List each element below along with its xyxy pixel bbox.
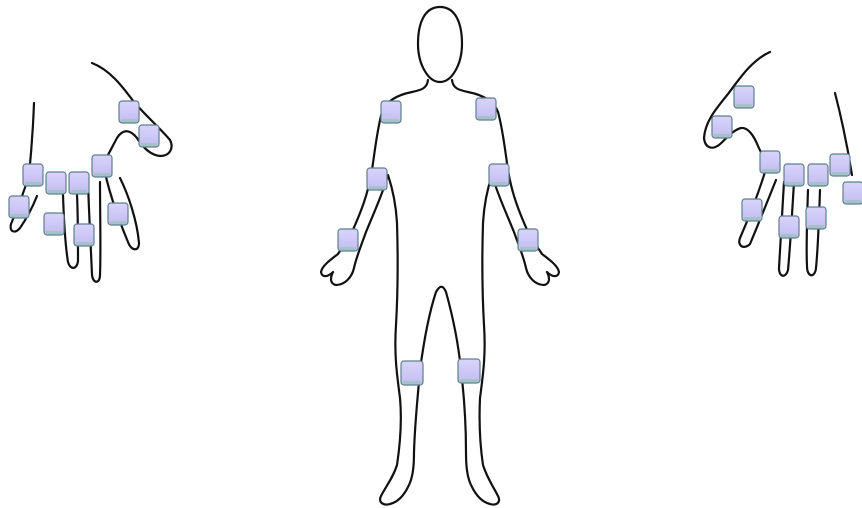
sensor-marker: [74, 224, 94, 246]
sensor-marker: [808, 164, 828, 186]
sensor-marker: [712, 116, 732, 138]
sensor-marker: [458, 359, 480, 383]
sensor-marker: [23, 164, 43, 186]
sensor-marker: [401, 361, 423, 385]
sensor-marker: [734, 86, 754, 108]
sensor-marker: [108, 203, 128, 225]
body-silhouette: [321, 80, 559, 505]
sensor-marker: [489, 164, 509, 186]
sensor-marker: [760, 151, 780, 173]
head: [418, 7, 462, 82]
sensor-marker: [476, 98, 496, 120]
sensor-marker: [92, 155, 112, 177]
sensor-marker: [367, 168, 387, 190]
sensor-marker: [338, 229, 358, 251]
sensor-marker: [69, 172, 89, 194]
sensor-marker: [779, 216, 799, 238]
sensor-marker: [518, 229, 538, 251]
body-outline: [321, 7, 559, 505]
right-hand-ring-finger: [807, 190, 820, 275]
sensor-marker: [381, 101, 401, 123]
sensor-marker: [44, 213, 64, 235]
body-sensors: [338, 98, 538, 385]
sensor-marker: [742, 199, 762, 221]
sensor-marker: [806, 207, 826, 229]
sensor-marker: [119, 101, 139, 123]
sensor-marker: [784, 164, 804, 186]
sensor-marker: [139, 125, 159, 147]
sensor-marker: [9, 196, 29, 218]
sensor-marker: [843, 182, 862, 204]
sensor-marker: [830, 154, 850, 176]
sensor-marker: [46, 172, 66, 194]
